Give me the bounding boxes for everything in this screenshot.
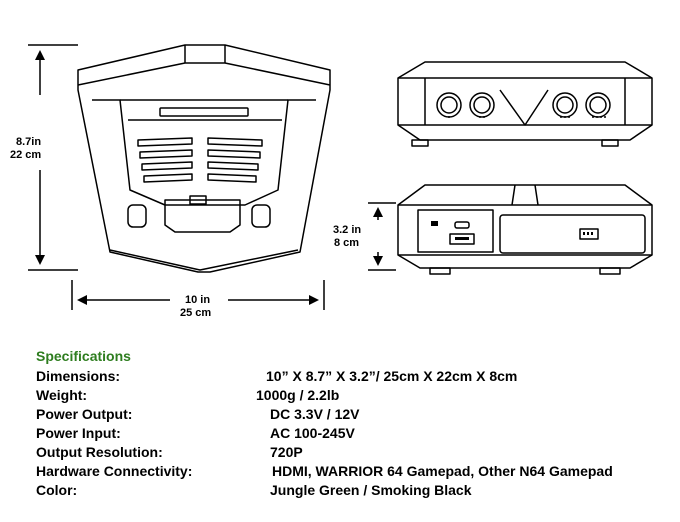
console-top-view <box>77 44 331 273</box>
port-indicator-dots <box>448 116 606 118</box>
spec-value: AC 100-245V <box>270 425 355 441</box>
spec-row-weight: Weight: 1000g / 2.2lb <box>36 387 676 406</box>
height-dimension <box>28 44 78 271</box>
spec-value: 10” X 8.7” X 3.2”/ 25cm X 22cm X 8cm <box>266 368 518 384</box>
width-label-in: 10 in <box>185 294 210 306</box>
spec-value: Jungle Green / Smoking Black <box>270 482 472 498</box>
spec-value: HDMI, WARRIOR 64 Gamepad, Other N64 Game… <box>272 463 613 479</box>
spec-row-hardware-connectivity: Hardware Connectivity: HDMI, WARRIOR 64 … <box>36 463 676 482</box>
depth-dimension <box>368 202 396 271</box>
spec-label: Hardware Connectivity: <box>36 463 193 479</box>
specifications-title: Specifications <box>36 348 131 364</box>
spec-value: 720P <box>270 444 303 460</box>
height-label-cm: 22 cm <box>10 149 41 161</box>
spec-label: Color: <box>36 482 78 498</box>
spec-row-power-input: Power Input: AC 100-245V <box>36 425 676 444</box>
spec-label: Weight: <box>36 387 88 403</box>
spec-row-color: Color: Jungle Green / Smoking Black <box>36 482 676 501</box>
depth-label-cm: 8 cm <box>334 237 359 249</box>
spec-label: Dimensions: <box>36 368 121 384</box>
spec-row-power-output: Power Output: DC 3.3V / 12V <box>36 406 676 425</box>
spec-row-output-resolution: Output Resolution: 720P <box>36 444 676 463</box>
console-back-view <box>397 184 653 275</box>
width-dimension <box>71 280 325 310</box>
spec-label: Power Input: <box>36 425 121 441</box>
spec-value: 1000g / 2.2lb <box>256 387 340 403</box>
height-label-in: 8.7in <box>16 136 41 148</box>
spec-label: Output Resolution: <box>36 444 163 460</box>
spec-value: DC 3.3V / 12V <box>270 406 360 422</box>
product-diagram: 8.7in 22 cm 10 in 25 cm 3.2 in 8 cm <box>10 44 653 319</box>
depth-label-in: 3.2 in <box>333 224 361 236</box>
back-port-details <box>431 221 593 240</box>
spec-label: Power Output: <box>36 406 133 422</box>
width-label-cm: 25 cm <box>180 307 211 319</box>
spec-row-dimensions: Dimensions: 10” X 8.7” X 3.2”/ 25cm X 22… <box>36 368 676 387</box>
console-front-view <box>397 61 653 147</box>
